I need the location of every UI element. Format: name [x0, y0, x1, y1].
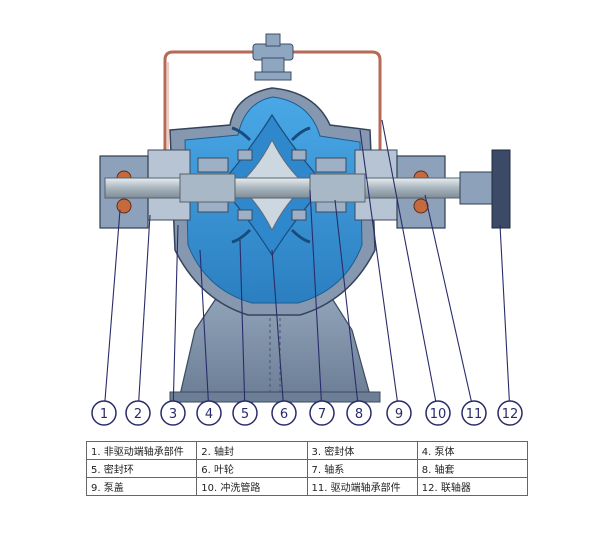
- legend-item-8: 8. 轴套: [416, 459, 529, 478]
- pump-shaft: [104, 177, 506, 199]
- legend-item-4: 4. 泵体: [416, 441, 529, 460]
- callout-9: 9: [386, 400, 412, 426]
- legend-item-12: 12. 联轴器: [416, 477, 529, 496]
- callout-10: 10: [425, 400, 451, 426]
- svg-text:2: 2: [134, 407, 142, 422]
- callout-3: 3: [160, 400, 186, 426]
- legend-item-2: 2. 轴封: [196, 441, 308, 460]
- svg-text:8: 8: [355, 407, 363, 422]
- svg-text:9: 9: [395, 407, 403, 422]
- callout-2: 2: [125, 400, 151, 426]
- callout-leaders: [103, 119, 511, 414]
- svg-text:12: 12: [502, 407, 519, 422]
- svg-text:4: 4: [205, 407, 213, 422]
- shaft-sleeve-right: [309, 173, 366, 203]
- svg-text:11: 11: [466, 407, 483, 422]
- legend-item-7: 7. 轴系: [306, 459, 418, 478]
- pump-cross-section-diagram: 1 2 3 4 5 6 7 8 9 10 11 12: [91, 33, 523, 426]
- legend-item-11: 11. 驱动端轴承部件: [306, 477, 418, 496]
- legend-item-1: 1. 非驱动端轴承部件: [85, 441, 198, 460]
- parts-legend-table: 1. 非驱动端轴承部件 2. 轴封 3. 密封体 4. 泵体 5. 密封环 6.…: [85, 441, 529, 496]
- callout-markers: 1 2 3 4 5 6 7 8 9 10 11 12: [91, 400, 523, 426]
- flushing-valve: [252, 33, 294, 81]
- legend-item-9: 9. 泵盖: [85, 477, 198, 496]
- coupling: [459, 149, 511, 229]
- callout-11: 11: [461, 400, 487, 426]
- legend-item-6: 6. 叶轮: [196, 459, 308, 478]
- svg-text:7: 7: [318, 407, 326, 422]
- legend-item-5: 5. 密封环: [85, 459, 198, 478]
- legend-row: 1. 非驱动端轴承部件 2. 轴封 3. 密封体 4. 泵体: [85, 441, 529, 460]
- svg-text:5: 5: [241, 407, 249, 422]
- legend-item-10: 10. 冲洗管路: [196, 477, 308, 496]
- callout-7: 7: [309, 400, 335, 426]
- svg-text:10: 10: [430, 407, 447, 422]
- svg-text:1: 1: [100, 407, 108, 422]
- legend-row: 9. 泵盖 10. 冲洗管路 11. 驱动端轴承部件 12. 联轴器: [85, 477, 529, 496]
- svg-text:3: 3: [169, 407, 177, 422]
- callout-12: 12: [497, 400, 523, 426]
- callout-8: 8: [346, 400, 372, 426]
- flushing-pipe: [163, 50, 382, 150]
- callout-5: 5: [232, 400, 258, 426]
- callout-4: 4: [196, 400, 222, 426]
- shaft-sleeve-left: [179, 173, 236, 203]
- callout-6: 6: [271, 400, 297, 426]
- legend-item-3: 3. 密封体: [306, 441, 418, 460]
- svg-text:6: 6: [280, 407, 288, 422]
- legend-row: 5. 密封环 6. 叶轮 7. 轴系 8. 轴套: [85, 459, 529, 478]
- callout-1: 1: [91, 400, 117, 426]
- base-foot: [169, 391, 381, 403]
